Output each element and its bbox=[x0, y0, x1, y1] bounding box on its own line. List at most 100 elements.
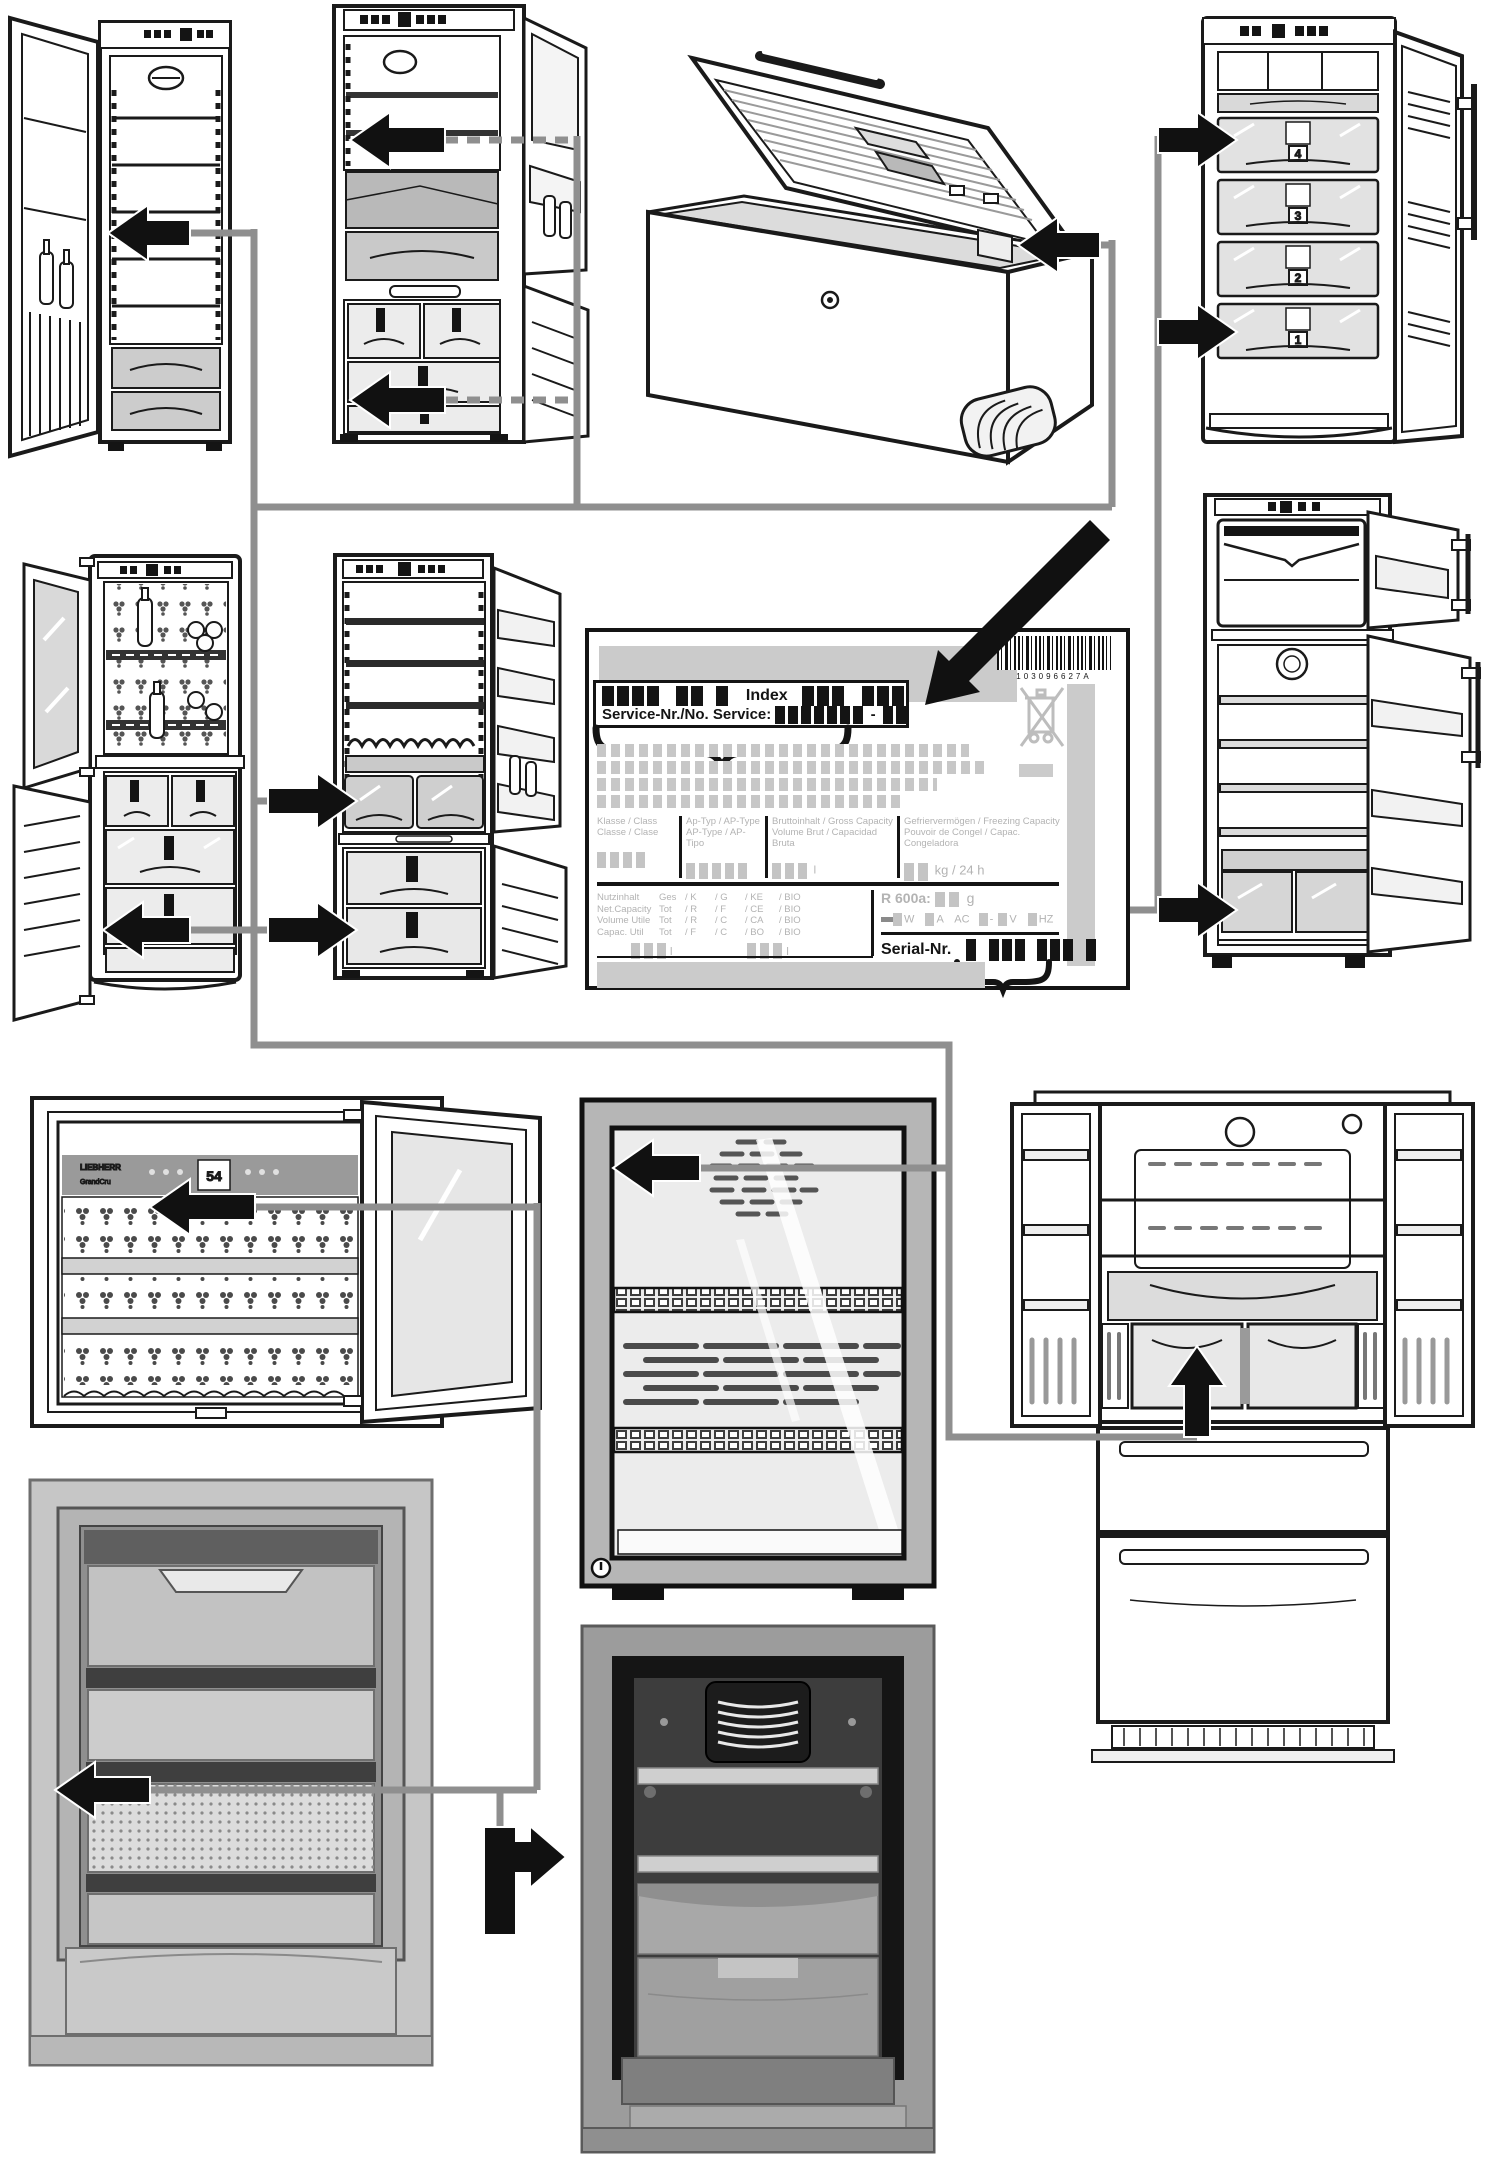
location-arrows bbox=[53, 110, 1239, 1936]
back-panel bbox=[1134, 1149, 1351, 1269]
gray-drawer-lower bbox=[637, 1957, 879, 2057]
arrow-combi-upper bbox=[348, 110, 446, 170]
rating-plate-location bbox=[977, 228, 1013, 264]
divider bbox=[1211, 629, 1394, 641]
service-number-row: Service-Nr./No. Service: - bbox=[602, 706, 906, 725]
arrow-top-freezer-fridge bbox=[1157, 880, 1239, 940]
gray-drawer bbox=[637, 1883, 879, 1955]
weee-icon bbox=[1019, 687, 1065, 747]
divider bbox=[95, 755, 245, 769]
arrow-drawer-fridge bbox=[53, 1760, 151, 1820]
shelf bbox=[637, 1767, 879, 1785]
arrow-upright-freezer-upper bbox=[1157, 110, 1239, 170]
hinge bbox=[343, 1395, 363, 1407]
label-right-bar bbox=[1067, 684, 1095, 966]
index-label: Index bbox=[745, 687, 788, 705]
arrow-wine-freezer-combo bbox=[101, 900, 191, 960]
perforated-shelf bbox=[87, 1783, 375, 1873]
arrow-dark-fridge-elbow bbox=[483, 1823, 568, 1936]
control-panel bbox=[342, 559, 484, 579]
freezer-door-open-right bbox=[1393, 29, 1477, 445]
crisper-drawers bbox=[1221, 871, 1369, 933]
arrow-center-fridge-crisper bbox=[267, 771, 359, 831]
glass-door-open-right bbox=[360, 1099, 542, 1425]
redacted-row bbox=[597, 778, 937, 791]
freezer-drawer-upper bbox=[1096, 1426, 1390, 1534]
right-door-open bbox=[1383, 1102, 1475, 1428]
left-door-open bbox=[1010, 1102, 1102, 1428]
freezer-door-open-right bbox=[1366, 510, 1471, 630]
freezer-door-open-right bbox=[492, 843, 568, 980]
freezer-drawers bbox=[347, 303, 501, 433]
service-label: Service-Nr./No. Service: bbox=[602, 706, 772, 723]
lid-handle bbox=[755, 51, 885, 89]
deli-drawer bbox=[1107, 1271, 1378, 1321]
capacity-values: l l bbox=[631, 942, 789, 960]
shelf bbox=[637, 1855, 879, 1873]
barcode-number: 103096627A bbox=[1016, 672, 1092, 681]
redacted-row bbox=[597, 795, 903, 808]
connector-line bbox=[1098, 240, 1116, 507]
side-vents bbox=[1101, 1323, 1385, 1409]
arrow-wine-cabinet bbox=[148, 1177, 256, 1237]
arrow-french-door-fridge bbox=[1167, 1344, 1227, 1438]
fan-unit bbox=[705, 1681, 811, 1763]
top-compartment bbox=[1217, 51, 1379, 91]
redacted-row bbox=[597, 761, 985, 774]
drawer-handle bbox=[158, 1569, 304, 1593]
interior-lamp bbox=[1224, 1116, 1256, 1148]
glass-reflection bbox=[756, 1138, 902, 1546]
fridge-door-open-right bbox=[1366, 634, 1481, 954]
top-drawer bbox=[87, 1565, 375, 1667]
foot bbox=[612, 1586, 664, 1600]
redacted-row bbox=[597, 744, 969, 757]
arrow-combi-lower bbox=[348, 370, 446, 430]
drawer-number-2: 2 bbox=[1295, 271, 1302, 285]
index-row: Index bbox=[602, 686, 904, 706]
drawer-number-4: 4 bbox=[1295, 147, 1302, 161]
temperature-display bbox=[197, 1159, 231, 1191]
freezer-compartment bbox=[1216, 518, 1367, 628]
label-footer-bar bbox=[597, 962, 985, 988]
arrow-glass-cooler bbox=[611, 1138, 701, 1198]
crisper-drawers bbox=[344, 775, 484, 829]
index-box: Index Service-Nr./No. Service: - bbox=[593, 680, 909, 728]
chest-body bbox=[646, 185, 1094, 466]
serial-label: Serial-Nr. bbox=[881, 941, 952, 959]
vent-grille bbox=[959, 385, 1057, 458]
shelf bbox=[61, 1317, 359, 1335]
freezer-drawers: 4 3 2 bbox=[1216, 116, 1380, 360]
lower-drawer bbox=[87, 1893, 375, 1945]
wine-compartment bbox=[103, 581, 229, 755]
hinge bbox=[343, 1109, 363, 1121]
refrigerant-row: R 600a: g bbox=[881, 890, 975, 907]
arrow-single-door-fridge bbox=[106, 203, 191, 263]
drawer-number-1: 1 bbox=[1295, 333, 1302, 347]
middle-drawer bbox=[87, 1689, 375, 1761]
arrow-upright-freezer-lower bbox=[1157, 302, 1239, 362]
rating-label: 103096627A Index Service-Nr./No. Service… bbox=[585, 628, 1130, 999]
door-rack-slats bbox=[23, 117, 87, 436]
serial-number-row: Serial-Nr. bbox=[881, 939, 1099, 961]
wine-bottles bbox=[137, 587, 223, 739]
shelves bbox=[112, 116, 220, 308]
fridge-door-open-right bbox=[522, 15, 588, 276]
temperature-value: 54 bbox=[206, 1168, 222, 1184]
wine-rack-wave bbox=[346, 738, 476, 750]
